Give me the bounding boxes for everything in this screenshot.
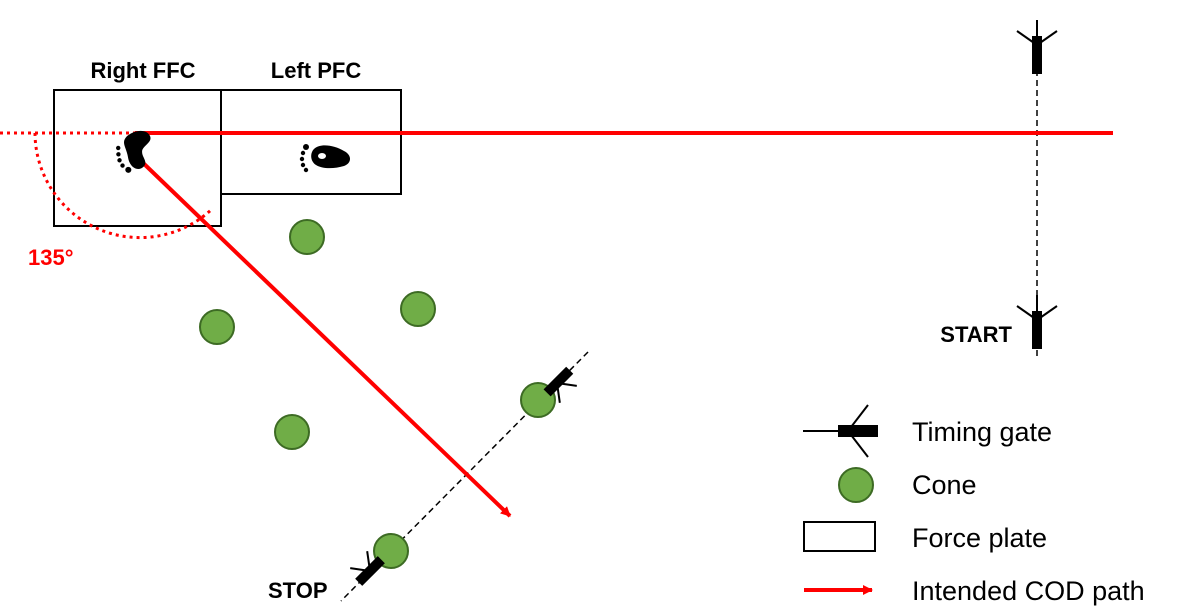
left-footprint-icon (299, 144, 350, 173)
timing-gate-icon (1016, 20, 1058, 74)
cone (199, 309, 235, 345)
exit-path-arrow (138, 158, 512, 518)
stop-label: STOP (268, 578, 328, 603)
legend-timing-gate-icon (803, 404, 878, 458)
angle-arc (33, 132, 214, 240)
legend-timing-gate-label: Timing gate (912, 417, 1052, 447)
right-footprint-icon (116, 130, 151, 173)
timing-gate-icon (350, 551, 385, 586)
cone (274, 414, 310, 450)
legend-cone-label: Cone (912, 470, 977, 500)
legend-cone-icon (838, 467, 874, 503)
angle-label: 135° (28, 245, 74, 270)
legend-path-label: Intended COD path (912, 576, 1145, 606)
start-label: START (940, 322, 1012, 347)
left-pfc-label: Left PFC (271, 58, 362, 83)
cone (289, 219, 325, 255)
cone (373, 533, 409, 569)
timing-gate-icon (543, 366, 577, 403)
legend-force-plate-icon (803, 521, 876, 552)
cone (400, 291, 436, 327)
legend-force-plate-label: Force plate (912, 523, 1047, 553)
force-plate-left (220, 89, 402, 195)
timing-gate-icon (1016, 295, 1058, 349)
legend: Timing gate Cone Force plate Intended CO… (803, 404, 1145, 606)
right-ffc-label: Right FFC (90, 58, 195, 83)
